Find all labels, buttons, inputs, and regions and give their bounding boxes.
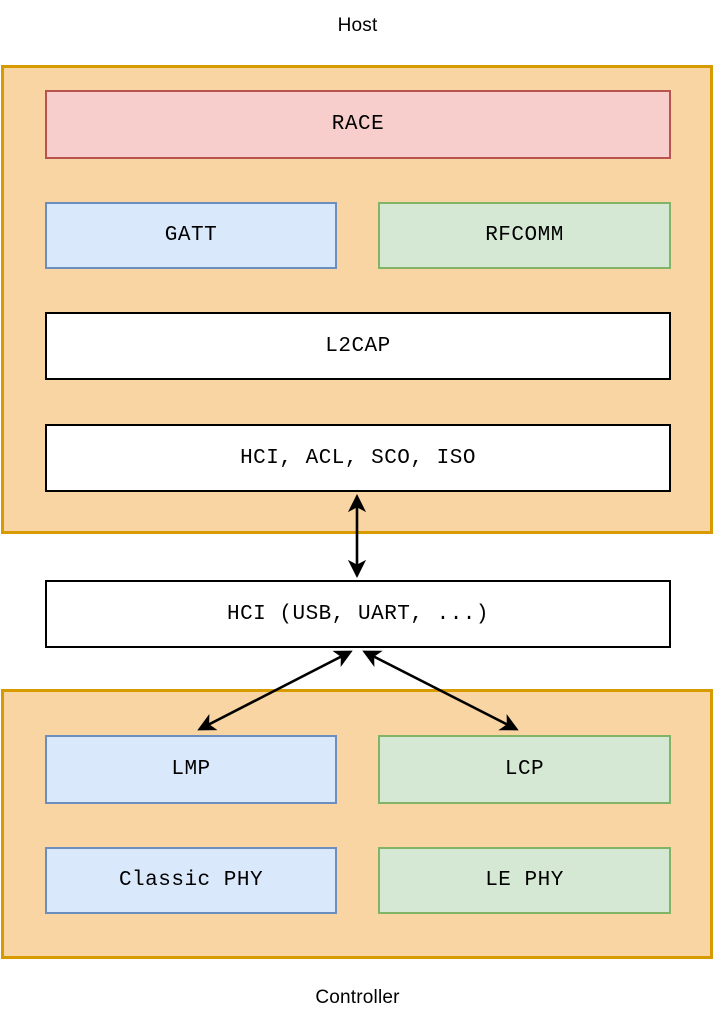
controller-group-label: Controller — [315, 987, 400, 1008]
node-hci-acl-sco-iso[interactable]: HCI, ACL, SCO, ISO — [45, 424, 671, 492]
node-gatt[interactable]: GATT — [45, 202, 337, 269]
node-race[interactable]: RACE — [45, 90, 671, 159]
node-lcp[interactable]: LCP — [378, 735, 671, 804]
node-hci-transport[interactable]: HCI (USB, UART, ...) — [45, 580, 671, 648]
host-group-label: Host — [337, 15, 378, 36]
controller-group-container — [1, 689, 713, 959]
node-rfcomm[interactable]: RFCOMM — [378, 202, 671, 269]
node-lmp[interactable]: LMP — [45, 735, 337, 804]
node-classic-phy[interactable]: Classic PHY — [45, 847, 337, 914]
node-le-phy[interactable]: LE PHY — [378, 847, 671, 914]
node-l2cap[interactable]: L2CAP — [45, 312, 671, 380]
